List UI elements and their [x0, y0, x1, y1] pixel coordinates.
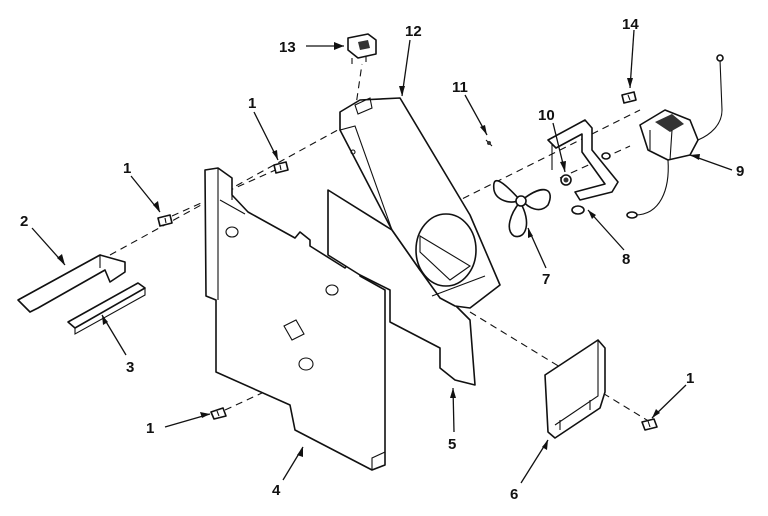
- screw-part-14: [621, 91, 637, 104]
- callout-14: 14: [622, 16, 639, 33]
- callout-13: 13: [279, 39, 296, 56]
- callout-8: 8: [622, 251, 630, 268]
- screw-part-1-right: [641, 418, 658, 431]
- bracket-part-8: [547, 119, 619, 215]
- screw-part-1-left: [157, 214, 173, 227]
- channel-part-2: [17, 254, 126, 313]
- screw-part-1-bottom: [210, 407, 227, 420]
- strip-part-3: [67, 282, 146, 335]
- leader-lines: [31, 29, 733, 484]
- callout-1-bottom: 1: [146, 420, 154, 437]
- callout-2: 2: [20, 213, 28, 230]
- clip-part-11: [485, 139, 493, 147]
- callout-10: 10: [538, 107, 555, 124]
- callout-5: 5: [448, 436, 456, 453]
- callout-labels: 1 1 1 1 2 3 4 5 6 7 8 9 10 11 12 13 14: [20, 16, 744, 503]
- callout-1-top: 1: [248, 95, 256, 112]
- switch-part-13: [347, 33, 377, 64]
- bracket-part-6: [544, 339, 606, 439]
- callout-1-left: 1: [123, 160, 131, 177]
- shroud-part-12: [339, 97, 501, 309]
- callout-6: 6: [510, 486, 518, 503]
- nut-part-10: [560, 174, 572, 186]
- callout-12: 12: [405, 23, 422, 40]
- callout-1-right: 1: [686, 370, 694, 387]
- fan-blade-part-7: [492, 179, 551, 238]
- screw-part-1-top: [273, 161, 289, 174]
- callout-7: 7: [542, 271, 550, 288]
- callout-3: 3: [126, 359, 134, 376]
- callout-4: 4: [272, 482, 281, 499]
- callout-9: 9: [736, 163, 744, 180]
- motor-part-9: [626, 54, 724, 219]
- callout-11: 11: [452, 79, 468, 96]
